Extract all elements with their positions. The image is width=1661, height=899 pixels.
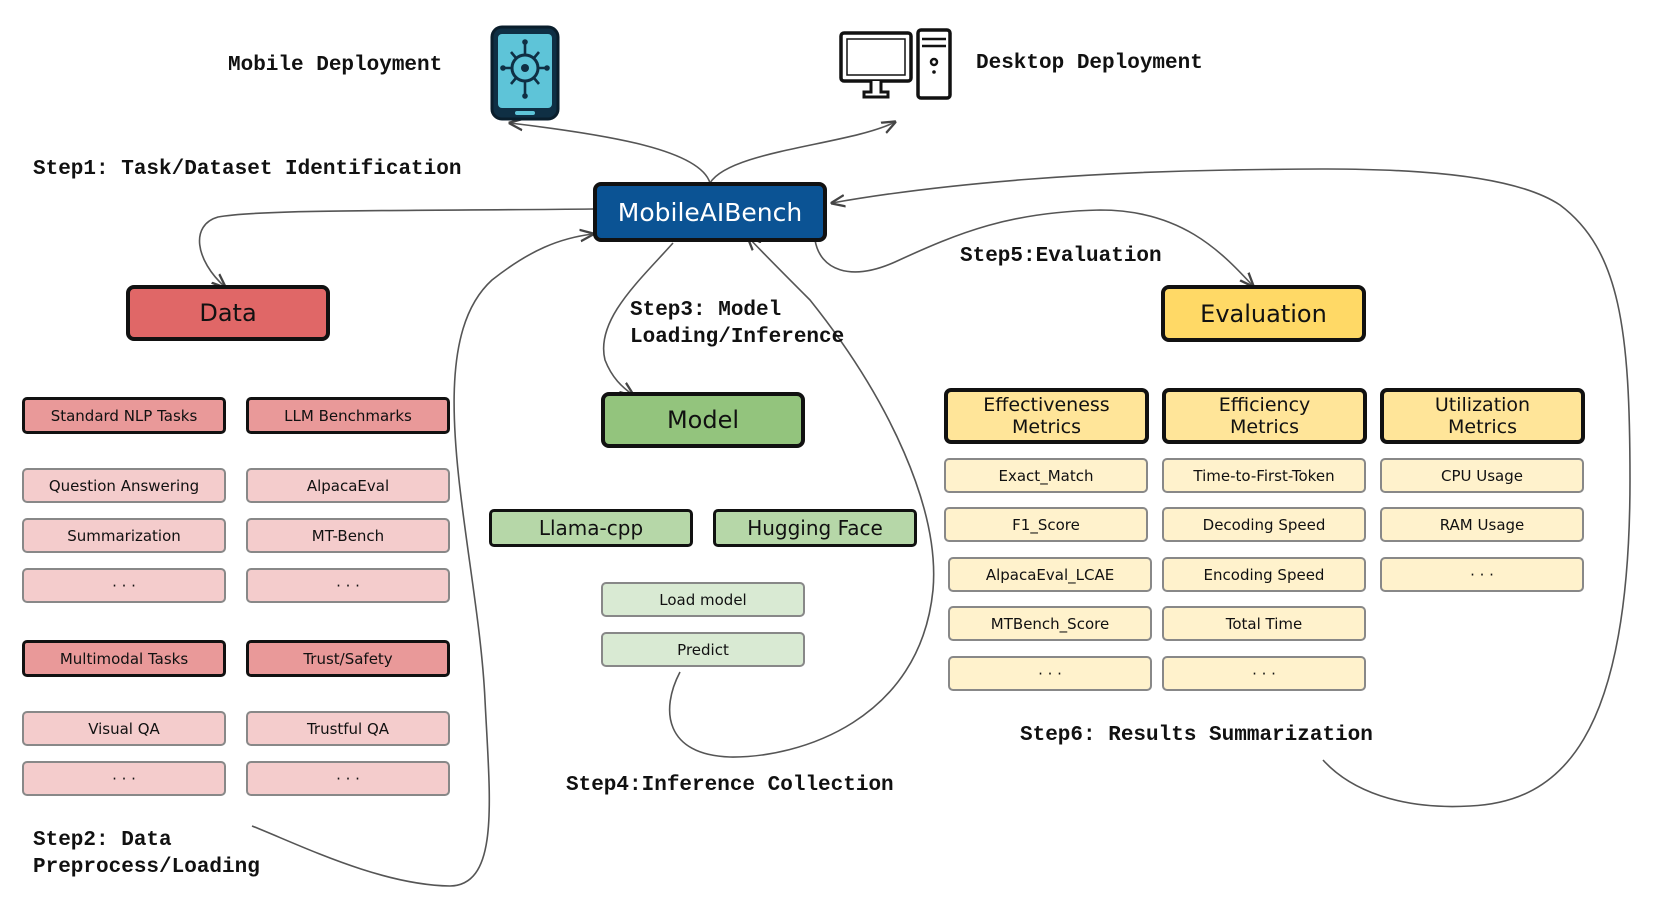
arrow-hub-to-mobile	[510, 123, 711, 184]
arrow-step1-to-data	[198, 208, 594, 287]
hub-box: MobileAIBench	[593, 182, 827, 242]
llm-benchmarks-header: LLM Benchmarks	[246, 397, 450, 434]
evaluation-box: Evaluation	[1161, 285, 1366, 342]
list-item: Decoding Speed	[1162, 507, 1366, 542]
list-item: Total Time	[1162, 606, 1366, 641]
arrow-hub-to-desktop	[709, 122, 895, 184]
list-item: AlpacaEval	[246, 468, 450, 503]
desktop-computer-icon	[839, 28, 952, 100]
list-item: · · ·	[1162, 656, 1366, 691]
mobile-deployment-label: Mobile Deployment	[228, 54, 443, 77]
list-item: Visual QA	[22, 711, 226, 746]
mobile-phone-ai-icon	[490, 25, 560, 121]
list-item: Encoding Speed	[1162, 557, 1366, 592]
efficiency-metrics-header: Efficiency Metrics	[1162, 388, 1367, 444]
standard-nlp-header: Standard NLP Tasks	[22, 397, 226, 434]
arrow-step6-to-hub	[832, 168, 1631, 808]
list-item: · · ·	[246, 761, 450, 796]
desktop-deployment-label: Desktop Deployment	[976, 52, 1203, 75]
list-item: MT-Bench	[246, 518, 450, 553]
data-box: Data	[126, 285, 330, 341]
step1-label: Step1: Task/Dataset Identification	[33, 158, 462, 181]
multimodal-header: Multimodal Tasks	[22, 640, 226, 677]
hugging-face-box: Hugging Face	[713, 509, 917, 547]
list-item: · · ·	[1380, 557, 1584, 592]
load-model-box: Load model	[601, 582, 805, 617]
list-item: CPU Usage	[1380, 458, 1584, 493]
list-item: RAM Usage	[1380, 507, 1584, 542]
list-item: Time-to-First-Token	[1162, 458, 1366, 493]
list-item: Trustful QA	[246, 711, 450, 746]
trust-safety-header: Trust/Safety	[246, 640, 450, 677]
list-item: · · ·	[948, 656, 1152, 691]
list-item: Question Answering	[22, 468, 226, 503]
arrow-step2-to-hub	[251, 234, 593, 887]
list-item: AlpacaEval_LCAE	[948, 557, 1152, 592]
predict-box: Predict	[601, 632, 805, 667]
list-item: · · ·	[22, 761, 226, 796]
llama-cpp-box: Llama-cpp	[489, 509, 693, 547]
effectiveness-metrics-header: Effectiveness Metrics	[944, 388, 1149, 444]
utilization-metrics-header: Utilization Metrics	[1380, 388, 1585, 444]
step5-label: Step5:Evaluation	[960, 245, 1162, 268]
step4-label: Step4:Inference Collection	[566, 774, 894, 797]
list-item: MTBench_Score	[948, 606, 1152, 641]
arrow-step4-to-hub	[668, 237, 935, 758]
list-item: Summarization	[22, 518, 226, 553]
model-box: Model	[601, 392, 805, 448]
list-item: · · ·	[22, 568, 226, 603]
list-item: F1_Score	[944, 507, 1148, 542]
arrow-step3-to-model	[602, 242, 674, 395]
list-item: · · ·	[246, 568, 450, 603]
list-item: Exact_Match	[944, 458, 1148, 493]
step6-label: Step6: Results Summarization	[1020, 724, 1373, 747]
step2-label: Step2: Data Preprocess/Loading	[33, 829, 260, 879]
step3-label: Step3: Model Loading/Inference	[630, 299, 845, 349]
arrow-step5-to-evaluation	[814, 209, 1253, 286]
